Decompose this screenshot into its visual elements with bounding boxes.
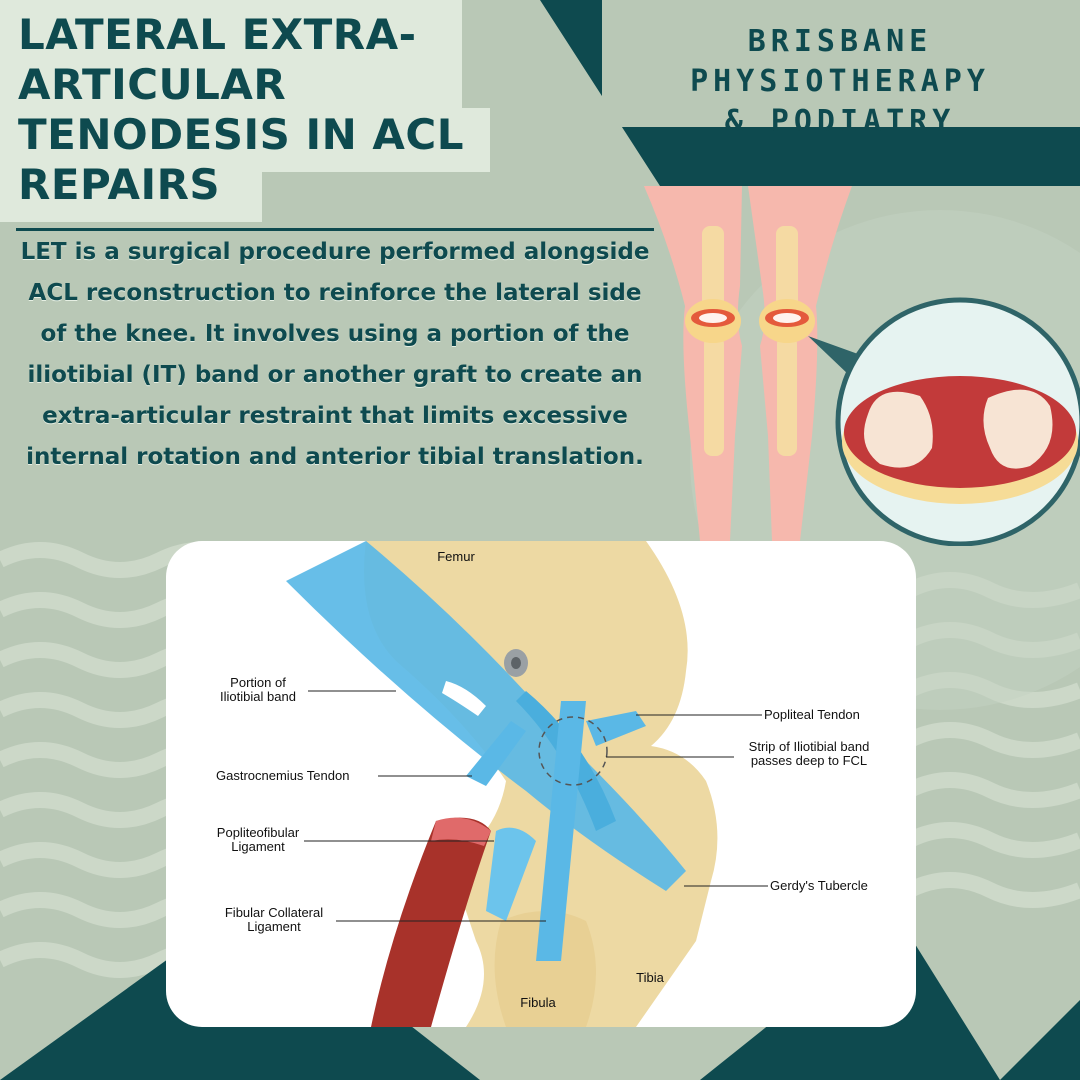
tibia-label: Tibia xyxy=(636,970,664,985)
fcl-crossing-circle xyxy=(538,716,608,786)
let-anatomy-diagram: Femur Tibia Fibula Portion of Iliotibial… xyxy=(166,541,916,1027)
popliteal-tendon-label: Popliteal Tendon xyxy=(764,707,860,722)
it-band-label-2: Iliotibial band xyxy=(220,689,296,704)
popliteofibular-label-2: Ligament xyxy=(231,839,285,854)
femur-label: Femur xyxy=(437,549,475,564)
strip-label-2: passes deep to FCL xyxy=(751,753,867,768)
title-divider xyxy=(16,228,654,231)
gerdys-tubercle-label: Gerdy's Tubercle xyxy=(770,878,868,893)
popliteofibular-label-1: Popliteofibular xyxy=(217,825,300,840)
fibula-bone xyxy=(494,911,596,1027)
brand-line-1: BRISBANE PHYSIOTHERAPY xyxy=(690,24,990,99)
fcl-label-2: Ligament xyxy=(247,919,301,934)
page-title: LATERAL EXTRA-ARTICULAR TENODESIS IN ACL… xyxy=(18,10,464,209)
popliteofibular-ligament xyxy=(486,827,536,921)
knee-illustration xyxy=(644,186,1080,546)
fibula-label: Fibula xyxy=(520,995,556,1010)
gastrocnemius-tendon xyxy=(466,721,526,786)
brand-name: BRISBANE PHYSIOTHERAPY & PODIATRY xyxy=(600,22,1080,142)
fcl-label-1: Fibular Collateral xyxy=(225,905,323,920)
strip-label-1: Strip of Iliotibial band xyxy=(749,739,870,754)
it-band-label-1: Portion of xyxy=(230,675,286,690)
gastrocnemius-label: Gastrocnemius Tendon xyxy=(216,768,349,783)
gastrocnemius-muscle xyxy=(371,817,491,1027)
popliteal-tendon xyxy=(586,711,646,746)
description-text: LET is a surgical procedure performed al… xyxy=(20,239,650,470)
brand-line-2: & PODIATRY xyxy=(724,104,956,139)
fibular-collateral-ligament xyxy=(536,701,586,961)
